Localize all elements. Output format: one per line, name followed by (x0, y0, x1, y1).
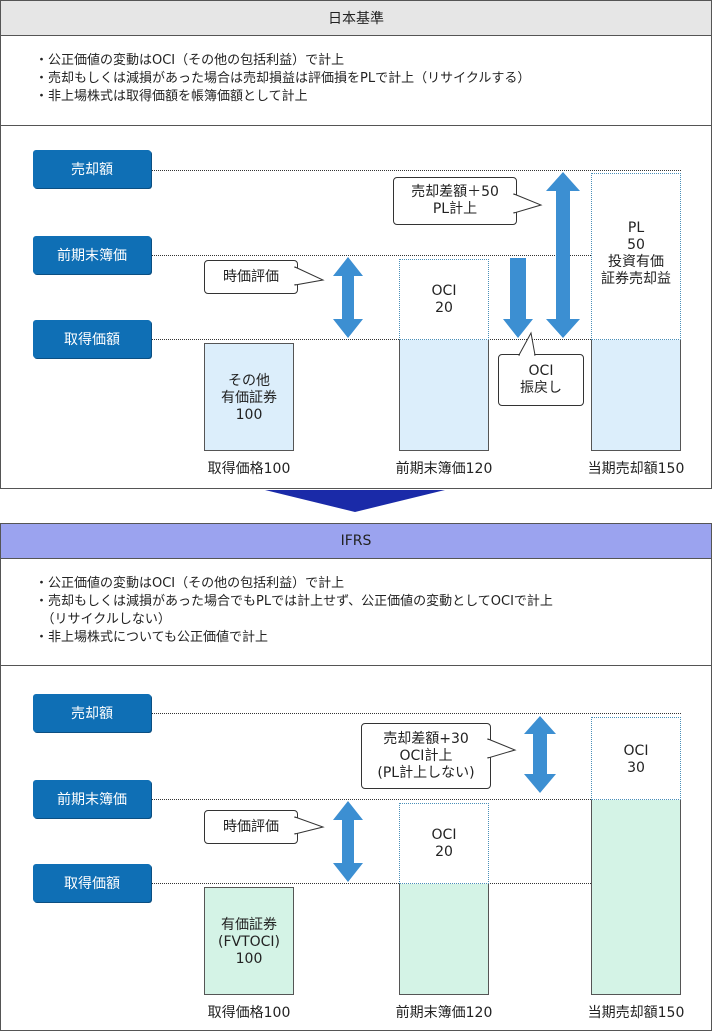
ifrs-caption-acq: 取得価格100 (207, 1005, 291, 1021)
jgaap-line-sale (151, 170, 681, 171)
ifrs-bubble-sale-tail (487, 738, 517, 759)
jgaap-bubble-oci-tail (518, 331, 536, 356)
jgaap-line-prev-book (151, 255, 681, 256)
ifrs-oci-label: OCI 20 (431, 827, 457, 860)
jgaap-bubble-jika-tail (294, 266, 325, 286)
ifrs-line-prev-book (151, 799, 681, 800)
jgaap-notes: ・公正価値の変動はOCI（その他の包括利益）で計上 ・売却もしくは減損があった場… (1, 36, 711, 126)
ifrs-header-title: IFRS (340, 533, 372, 549)
ifrs-note-2: ・売却もしくは減損があった場合でもPLでは計上せず、公正価値の変動としてOCIで… (35, 594, 553, 609)
jgaap-bubble-sale: 売却差額＋50 PL計上 (393, 177, 517, 225)
jgaap-arrows (333, 172, 580, 338)
ifrs-bubble-jika-tail (294, 816, 325, 835)
ifrs-caption-prev-book: 前期末簿価120 (395, 1005, 493, 1021)
jgaap-oci-segment (399, 259, 489, 340)
ifrs-bar-sale (591, 799, 681, 995)
jgaap-caption-prev-book: 前期末簿価120 (395, 461, 493, 477)
ifrs-arrows (333, 716, 556, 882)
jgaap-jika-arrow (333, 257, 363, 338)
ifrs-note-4: ・非上場株式についても公正価値で計上 (35, 630, 268, 645)
ifrs-jika-arrow (333, 801, 363, 882)
jgaap-bar-prev-book (399, 339, 489, 451)
ifrs-tag-acq: 取得価額 (33, 864, 151, 902)
jgaap-bubble-jika: 時価評価 (204, 260, 298, 294)
ifrs-oci30-label: OCI 30 (623, 743, 649, 776)
ifrs-oci30-segment (591, 717, 681, 800)
ifrs-notes: ・公正価値の変動はOCI（その他の包括利益）で計上 ・売却もしくは減損があった場… (1, 559, 711, 666)
ifrs-caption-sale: 当期売却額150 (587, 1005, 685, 1021)
ifrs-header: IFRS (1, 524, 711, 559)
jgaap-note-2: ・売却もしくは減損があった場合は売却損益は評価損をPLで計上（リサイクルする） (35, 71, 531, 86)
jgaap-bubble-sale-tail (513, 193, 543, 214)
jgaap-bar-acq-label: その他 有価証券 100 (221, 373, 277, 423)
ifrs-line-sale (151, 713, 681, 714)
ifrs-bubble-sale: 売却差額+30 OCI計上 (PL計上しない) (361, 723, 491, 789)
ifrs-panel: IFRS ・公正価値の変動はOCI（その他の包括利益）で計上 ・売却もしくは減損… (0, 523, 712, 1031)
ifrs-note-3: （リサイクルしない） (35, 612, 171, 627)
jgaap-sale-arrow (546, 172, 580, 338)
jgaap-pl-label: PL 50 投資有価 証券売却益 (601, 220, 671, 287)
jgaap-header: 日本基準 (1, 1, 711, 36)
jgaap-oci-return-arrow (503, 258, 533, 338)
jgaap-panel: 日本基準 ・公正価値の変動はOCI（その他の包括利益）で計上 ・売却もしくは減損… (0, 0, 712, 489)
jgaap-bar-acq (204, 343, 294, 451)
jgaap-header-title: 日本基準 (328, 11, 384, 27)
jgaap-tag-acq: 取得価額 (33, 320, 151, 358)
ifrs-bar-acq (204, 887, 294, 995)
ifrs-bar-acq-label: 有価証券 (FVTOCI) 100 (217, 917, 281, 967)
jgaap-bar-sale (591, 339, 681, 451)
jgaap-caption-acq: 取得価格100 (207, 461, 291, 477)
jgaap-oci-label: OCI 20 (431, 283, 457, 316)
ifrs-bar-prev-book (399, 883, 489, 995)
jgaap-caption-sale: 当期売却額150 (587, 461, 685, 477)
ifrs-sale-arrow (524, 716, 556, 793)
ifrs-tag-sale: 売却額 (33, 694, 151, 732)
ifrs-note-1: ・公正価値の変動はOCI（その他の包括利益）で計上 (35, 576, 345, 591)
jgaap-pl-segment (591, 173, 681, 340)
jgaap-bubble-oci-return: OCI 振戻し (498, 354, 584, 406)
ifrs-oci-segment (399, 803, 489, 884)
jgaap-tag-prev-book: 前期末簿価 (33, 236, 151, 274)
jgaap-tag-sale: 売却額 (33, 150, 151, 188)
jgaap-note-3: ・非上場株式は取得価額を帳簿価額として計上 (35, 89, 308, 104)
jgaap-note-1: ・公正価値の変動はOCI（その他の包括利益）で計上 (35, 53, 345, 68)
divider-arrow-shape (265, 490, 445, 512)
ifrs-tag-prev-book: 前期末簿価 (33, 780, 151, 818)
